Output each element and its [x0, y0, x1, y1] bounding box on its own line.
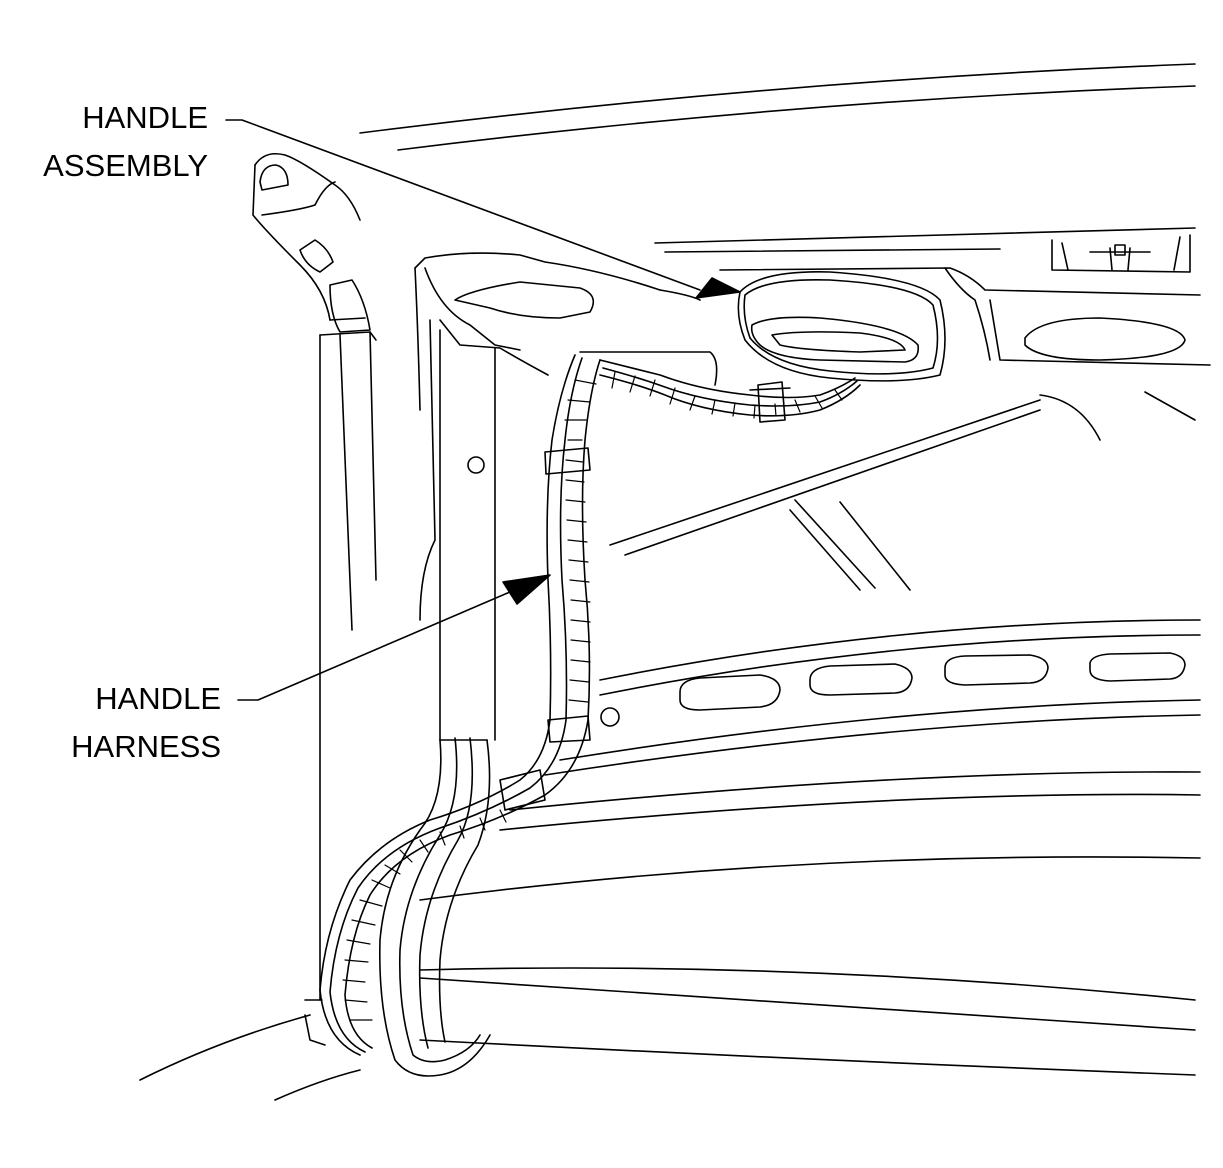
upper-shelf	[579, 234, 1211, 386]
harness-loop	[378, 737, 491, 1077]
handle-harness-label-line2: HARNESS	[71, 729, 221, 764]
lower-crossmember	[419, 619, 1201, 901]
handle-assembly	[737, 271, 946, 382]
handle-harness	[319, 354, 861, 1056]
handle-harness-label-line1: HANDLE	[95, 681, 221, 716]
lower-panel	[139, 967, 1196, 1101]
handle-assembly-label-line2: ASSEMBLY	[43, 148, 208, 183]
roof-panel-lines	[359, 63, 1196, 253]
handle-assembly-label-line1: HANDLE	[82, 100, 208, 135]
handle-assembly-label: HANDLE ASSEMBLY	[0, 94, 208, 190]
callout-leaders	[225, 119, 741, 701]
handle-assembly-arrow	[695, 277, 741, 299]
left-pillar	[252, 152, 377, 1001]
center-pillar	[414, 252, 661, 741]
handle-harness-label: HANDLE HARNESS	[0, 675, 221, 771]
handle-harness-arrow	[502, 574, 551, 605]
inner-panel-lines	[609, 391, 1196, 591]
